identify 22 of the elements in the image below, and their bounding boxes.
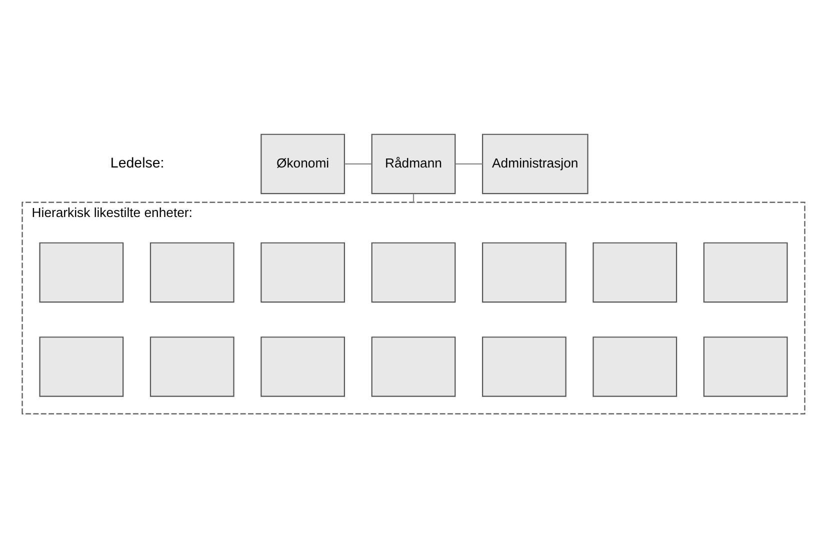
node-box: [703, 242, 788, 302]
connector: [412, 193, 414, 202]
node-box: [39, 242, 124, 302]
node-box: [150, 336, 234, 396]
node-box: Rådmann: [371, 133, 456, 194]
label: Ledelse:: [110, 155, 164, 172]
node-box: [592, 242, 678, 302]
connector: [344, 162, 372, 164]
node-box: [260, 336, 345, 396]
node-box: [150, 242, 234, 302]
node-box: [482, 336, 566, 396]
cluster: Hierarkisk likestilte enheter:: [22, 201, 806, 414]
node-box: [371, 336, 456, 396]
node-box: [482, 242, 566, 302]
node-box: [260, 242, 345, 302]
node-box: [592, 336, 678, 396]
node-box: Administrasjon: [482, 133, 588, 194]
connector: [455, 162, 482, 164]
node-box: [371, 242, 456, 302]
node-box: [703, 336, 788, 396]
node-box: [39, 336, 124, 396]
node-box: Økonomi: [260, 133, 345, 194]
